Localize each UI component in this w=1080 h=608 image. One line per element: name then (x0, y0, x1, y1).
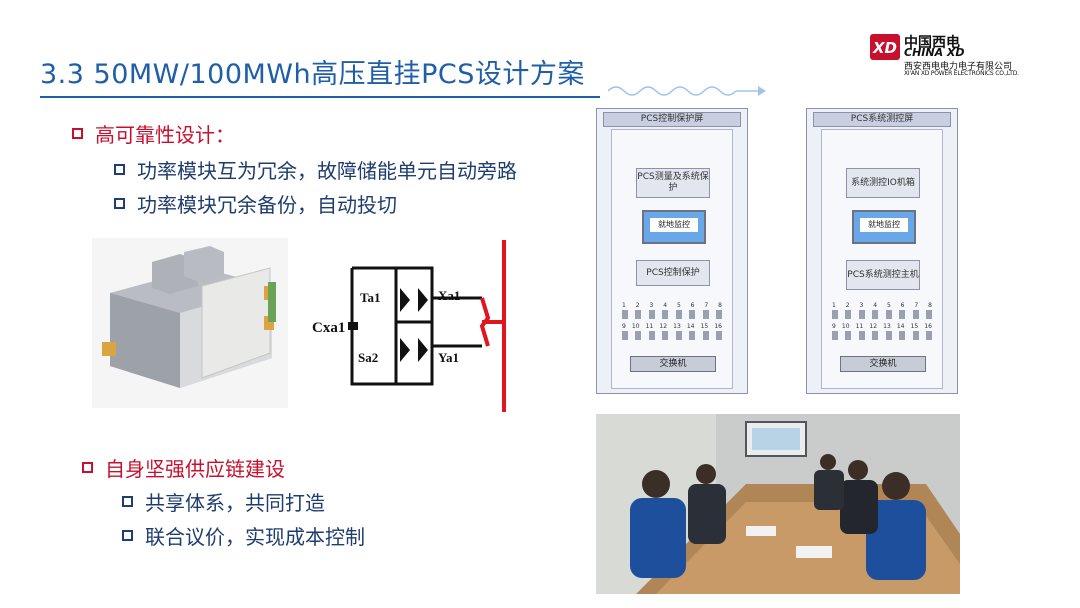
label-ya1: Ya1 (438, 350, 459, 365)
label-xa1: Xa1 (438, 288, 460, 303)
network-switch: 交换机 (840, 356, 926, 372)
logo-cn: 中国西电 (904, 35, 960, 51)
title-rule (40, 96, 600, 98)
network-switch: 交换机 (630, 356, 716, 372)
company-logo: XD 中国西电 CHINA XD 西安西电电力电子有限公司 XI'AN XD P… (870, 32, 1040, 80)
blue-square-bullet-icon (114, 164, 125, 175)
cabinet-header: PCS控制保护屏 (603, 112, 741, 127)
label-cxa1: Cxa1 (312, 320, 345, 336)
red-square-bullet-icon (82, 462, 93, 473)
blue-square-bullet-icon (122, 530, 133, 541)
logo-sub-en: XI'AN XD POWER ELECTRONICS CO.,LTD. (904, 70, 1019, 77)
blue-square-bullet-icon (114, 198, 125, 209)
measurement-protection-box: PCS测量及系统保护 (636, 168, 710, 198)
logo-en: CHINA XD (904, 46, 965, 59)
section1-heading: 高可靠性设计： (72, 119, 235, 148)
bypass-circuit-diagram: Ta1 Xa1 Cxa1 Sa2 Ya1 (312, 240, 506, 412)
wave-decoration (608, 86, 766, 96)
label-ta1: Ta1 (360, 290, 380, 305)
section1-item-1: 功率模块互为冗余，故障储能单元自动旁路 (114, 155, 517, 184)
system-io-box: 系统测控IO机箱 (846, 168, 920, 198)
label-sa2: Sa2 (358, 350, 378, 365)
pcs-control-box: PCS控制保护 (636, 260, 710, 286)
section2-item-2: 联合议价，实现成本控制 (122, 521, 365, 550)
local-monitor: 就地监控 (852, 210, 916, 244)
meeting-photo (596, 414, 960, 594)
section2-heading: 自身坚强供应链建设 (82, 453, 285, 482)
red-square-bullet-icon (72, 128, 83, 139)
cabinet-header: PCS系统测控屏 (813, 112, 951, 127)
logo-sub: 西安西电电力电子有限公司 (904, 62, 1013, 72)
logo-mark-text: XD (872, 39, 897, 57)
section1-item-2: 功率模块冗余备份，自动投切 (114, 189, 397, 218)
local-monitor: 就地监控 (642, 210, 706, 244)
blue-square-bullet-icon (122, 496, 133, 507)
page-title: 3.3 50MW/100MWh高压直挂PCS设计方案 (40, 59, 585, 90)
power-module-image (92, 238, 288, 408)
section2-item-1: 共享体系，共同打造 (122, 487, 325, 516)
system-monitor-host-box: PCS系统测控主机 (846, 260, 920, 290)
xd-logo-icon: XD (870, 34, 900, 60)
